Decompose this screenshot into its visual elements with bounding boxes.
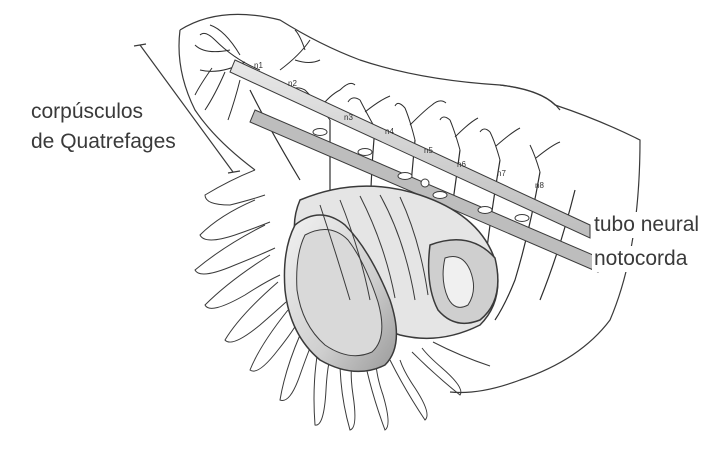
nerve-label-n8: n8 (535, 181, 544, 190)
nerve-label-n6: n6 (457, 160, 466, 169)
corpusculos-label-line1: corpúsculos (31, 99, 143, 125)
nerve-label-n3: n3 (344, 113, 353, 122)
nerve-label-n4: n4 (385, 127, 394, 136)
nerve-label-n2: n2 (288, 79, 297, 88)
nerve-labels: n1 n2 n3 n4 n5 n6 n7 n8 (254, 61, 544, 190)
tubo-neural-label: tubo neural (592, 212, 701, 238)
nerve-branches (195, 25, 560, 172)
nerve-label-n5: n5 (424, 146, 433, 155)
corpusculos-label-line2: de Quatrefages (31, 129, 176, 155)
nerve-label-n1: n1 (254, 61, 263, 70)
nerve-label-n7: n7 (497, 169, 506, 178)
notocorda-label: notocorda (592, 246, 689, 272)
